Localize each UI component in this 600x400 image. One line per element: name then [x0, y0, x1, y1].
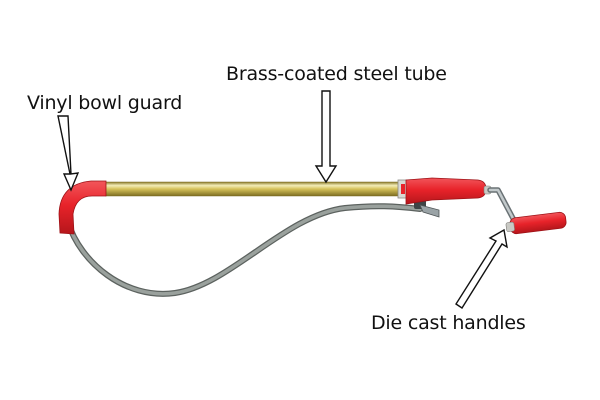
die-cast-handles-label: Die cast handles — [371, 312, 526, 334]
upper-handle — [405, 177, 492, 205]
steel-tube-arrow — [314, 90, 338, 184]
brass-coated-steel-tube-label: Brass-coated steel tube — [226, 63, 447, 85]
vinyl-bowl-guard-label: Vinyl bowl guard — [27, 92, 183, 114]
vinyl-bowl-guard — [58, 180, 107, 235]
vinyl-bowl-guard-arrow — [57, 115, 80, 192]
auger-cable — [65, 203, 423, 297]
die-cast-handles-arrow — [455, 228, 508, 309]
crank-handle — [505, 211, 567, 235]
crank-shaft — [487, 187, 519, 227]
brass-coated-steel-tube — [103, 181, 403, 197]
